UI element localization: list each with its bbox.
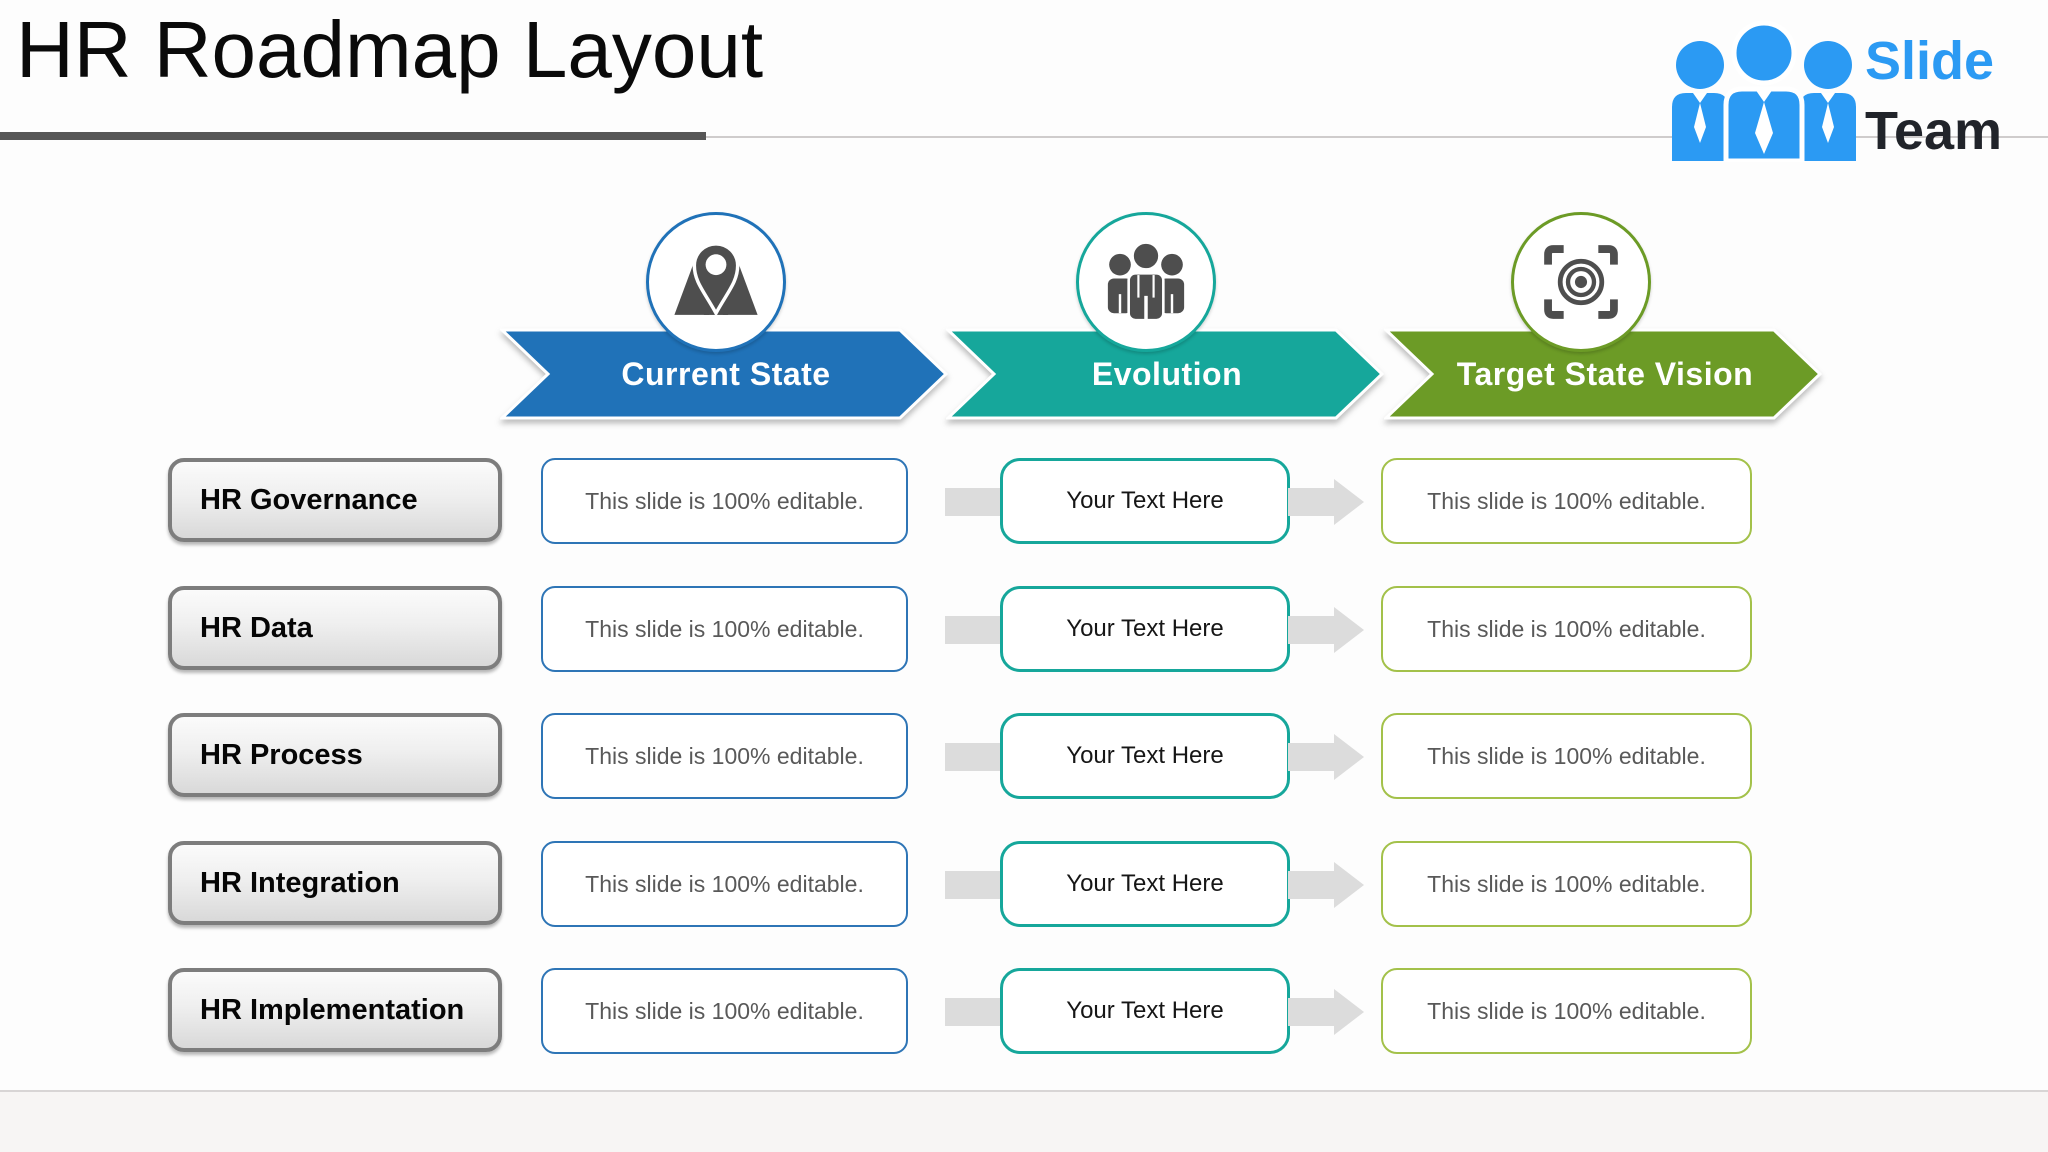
current-state-textbox[interactable]: This slide is 100% editable. xyxy=(541,841,908,927)
connector-bar xyxy=(945,488,1002,516)
stage-circle-evolution xyxy=(1076,212,1216,352)
people-group-icon xyxy=(1107,241,1185,322)
category-button-hr-data[interactable]: HR Data xyxy=(168,586,502,670)
focus-target-icon xyxy=(1544,245,1618,319)
target-state-textbox[interactable]: This slide is 100% editable. xyxy=(1381,968,1752,1054)
roadmap-row: HR Implementation This slide is 100% edi… xyxy=(0,968,2048,1056)
connector-bar xyxy=(945,998,1002,1026)
connector-arrow-icon xyxy=(1288,479,1364,525)
banner-current-state[interactable]: Current State xyxy=(500,328,950,420)
logo-text-team: Team xyxy=(1865,101,2003,161)
page-title: HR Roadmap Layout xyxy=(16,5,764,94)
header-rule-thin xyxy=(0,136,2048,138)
connector-bar xyxy=(945,871,1002,899)
evolution-textbox[interactable]: Your Text Here xyxy=(1000,968,1290,1054)
roadmap-row: HR Governance This slide is 100% editabl… xyxy=(0,458,2048,546)
evolution-textbox[interactable]: Your Text Here xyxy=(1000,841,1290,927)
target-state-textbox[interactable]: This slide is 100% editable. xyxy=(1381,586,1752,672)
current-state-textbox[interactable]: This slide is 100% editable. xyxy=(541,458,908,544)
roadmap-row: HR Process This slide is 100% editable. … xyxy=(0,713,2048,801)
connector-bar xyxy=(945,743,1002,771)
header-rule-thick xyxy=(0,132,706,140)
target-state-textbox[interactable]: This slide is 100% editable. xyxy=(1381,841,1752,927)
current-state-textbox[interactable]: This slide is 100% editable. xyxy=(541,713,908,799)
roadmap-row: HR Data This slide is 100% editable. You… xyxy=(0,586,2048,674)
category-button-hr-governance[interactable]: HR Governance xyxy=(168,458,502,542)
slideteam-logo-icon xyxy=(1672,20,1856,162)
category-button-hr-integration[interactable]: HR Integration xyxy=(168,841,502,925)
stage-circle-target xyxy=(1511,212,1651,352)
evolution-textbox[interactable]: Your Text Here xyxy=(1000,458,1290,544)
banner-evolution[interactable]: Evolution xyxy=(946,328,1386,420)
footer-divider xyxy=(0,1090,2048,1092)
footer-band xyxy=(0,1092,2048,1152)
banner-label-current-state: Current State xyxy=(621,355,831,392)
banner-label-target-state-vision: Target State Vision xyxy=(1456,355,1754,392)
roadmap-row: HR Integration This slide is 100% editab… xyxy=(0,841,2048,929)
category-button-hr-implementation[interactable]: HR Implementation xyxy=(168,968,502,1052)
evolution-textbox[interactable]: Your Text Here xyxy=(1000,586,1290,672)
connector-arrow-icon xyxy=(1288,607,1364,653)
stage-circle-current xyxy=(646,212,786,352)
current-state-textbox[interactable]: This slide is 100% editable. xyxy=(541,968,908,1054)
location-pin-person-icon xyxy=(674,242,758,317)
connector-arrow-icon xyxy=(1288,734,1364,780)
logo-text-slide: Slide xyxy=(1865,31,1995,91)
banner-label-evolution: Evolution xyxy=(1091,355,1243,392)
target-state-textbox[interactable]: This slide is 100% editable. xyxy=(1381,713,1752,799)
connector-bar xyxy=(945,616,1002,644)
target-state-textbox[interactable]: This slide is 100% editable. xyxy=(1381,458,1752,544)
connector-arrow-icon xyxy=(1288,862,1364,908)
banner-target-state-vision[interactable]: Target State Vision xyxy=(1384,328,1824,420)
connector-arrow-icon xyxy=(1288,989,1364,1035)
current-state-textbox[interactable]: This slide is 100% editable. xyxy=(541,586,908,672)
evolution-textbox[interactable]: Your Text Here xyxy=(1000,713,1290,799)
category-button-hr-process[interactable]: HR Process xyxy=(168,713,502,797)
